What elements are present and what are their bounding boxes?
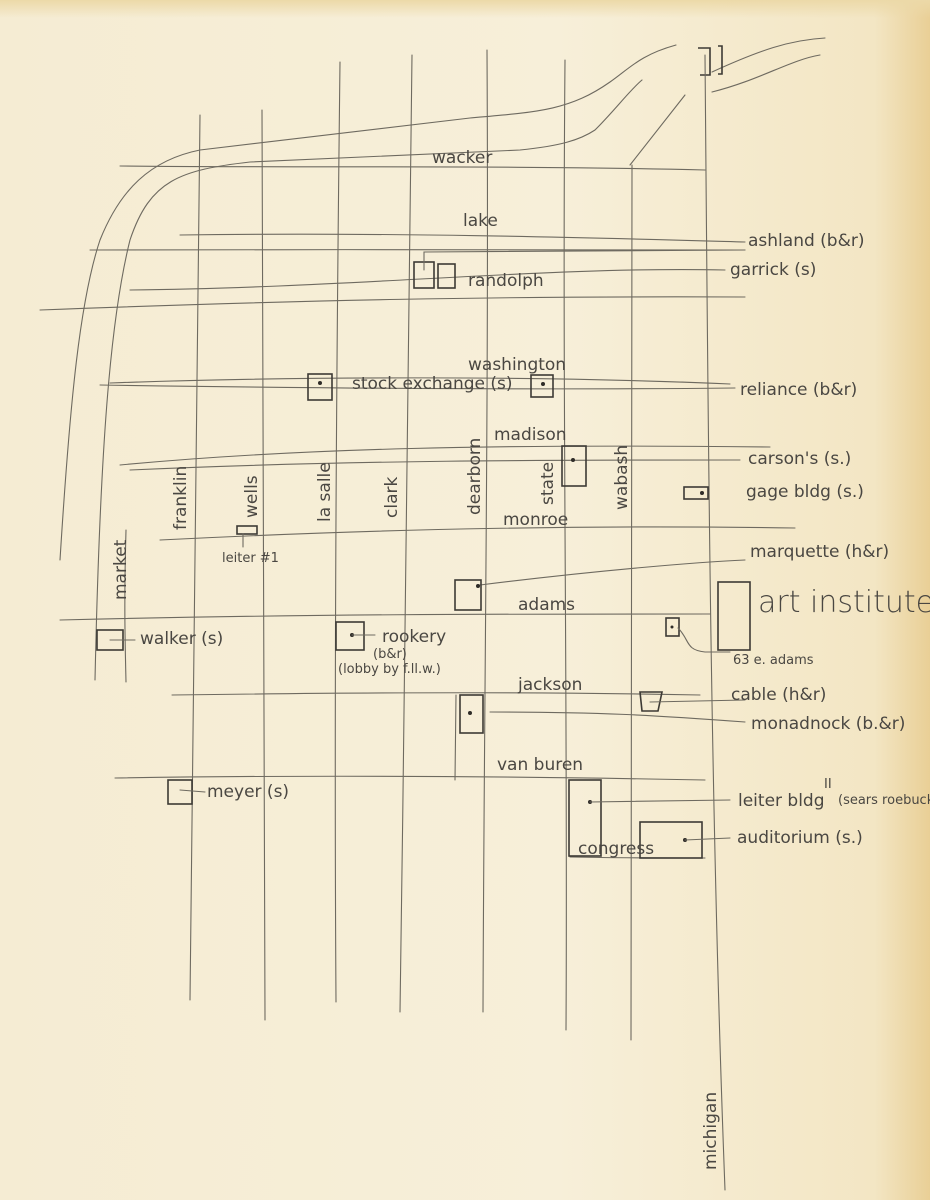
street-label-madison: madison <box>494 425 567 445</box>
label-stock-exchange: stock exchange (s) <box>352 374 513 394</box>
street-label-congress: congress <box>578 839 654 859</box>
street-labels: wacker lake randolph washington madison … <box>111 148 721 1170</box>
chicago-river <box>59 37 826 681</box>
label-rookery: rookery <box>382 627 446 647</box>
label-leiter-1: leiter #1 <box>222 551 279 566</box>
label-art-institute: art institute <box>758 585 930 620</box>
label-ashland: ashland (b&r) <box>748 231 864 251</box>
label-cable: cable (h&r) <box>731 685 826 705</box>
street-label-jackson: jackson <box>517 675 582 695</box>
label-walker: walker (s) <box>140 629 223 649</box>
street-label-wacker: wacker <box>432 148 492 168</box>
label-sears-roebuck: (sears roebuck <box>838 793 930 808</box>
label-rookery-lobby: (lobby by f.ll.w.) <box>338 662 441 677</box>
label-monadnock: monadnock (b.&r) <box>751 714 905 734</box>
label-reliance: reliance (b&r) <box>740 380 857 400</box>
street-label-washington: washington <box>468 355 566 375</box>
street-label-franklin: franklin <box>171 466 191 530</box>
street-label-market: market <box>111 539 131 600</box>
label-carsons: carson's (s.) <box>748 449 851 469</box>
label-leiter-bldg: leiter bldg <box>738 791 825 811</box>
street-label-wells: wells <box>242 475 262 518</box>
label-gage-bldg: gage bldg (s.) <box>746 482 864 502</box>
horizontal-streets <box>39 165 796 859</box>
street-label-clark: clark <box>382 477 402 518</box>
street-label-la-salle: la salle <box>315 462 335 522</box>
building-markers <box>96 249 751 859</box>
street-label-dearborn: dearborn <box>465 438 485 515</box>
building-labels: ashland (b&r) garrick (s) stock exchange… <box>140 231 930 848</box>
street-label-michigan: michigan <box>701 1092 721 1170</box>
street-label-adams: adams <box>518 595 575 615</box>
label-rookery-architects: (b&r) <box>373 647 407 662</box>
street-label-monroe: monroe <box>503 510 568 530</box>
street-label-state: state <box>538 462 558 505</box>
label-leiter-numeral: II <box>824 777 832 792</box>
street-label-van-buren: van buren <box>497 755 583 775</box>
label-63-e-adams: 63 e. adams <box>733 653 814 668</box>
label-auditorium: auditorium (s.) <box>737 828 863 848</box>
vertical-streets <box>124 49 726 1191</box>
label-garrick: garrick (s) <box>730 260 816 280</box>
label-marquette: marquette (h&r) <box>750 542 889 562</box>
street-label-lake: lake <box>463 211 498 231</box>
street-label-randolph: randolph <box>468 271 544 291</box>
label-meyer: meyer (s) <box>207 782 289 802</box>
street-label-wabash: wabash <box>612 445 632 510</box>
